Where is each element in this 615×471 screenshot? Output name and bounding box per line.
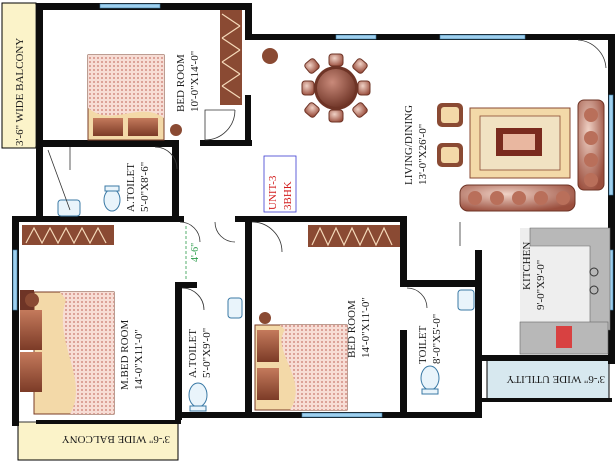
kitchen-size: 9'-0"X9'-0" [535,260,547,310]
unit-name: UNIT-3 [267,175,279,210]
passage-dimension: 4'-6" [190,243,201,262]
toilet-mid-name: A.TOILET [187,329,199,378]
wardrobe-mid [308,225,400,247]
bedroom-top-size: 10'-0"X14'-0" [189,51,201,112]
balcony-bottom-label: 3'-6" WIDE BALCONY [62,433,170,445]
unit-label-box [263,155,297,213]
utility-label: 3'-6" WIDE UTILITY [506,373,605,385]
toilet-mid-size: 5'-0"X9'-0" [201,328,213,378]
bedroom-mid-name: BED ROOM [346,300,358,358]
toilet-top-size: 5'-0"X8'-6" [139,162,151,212]
balcony-bottom [17,421,179,461]
master-bedroom-name: M.BED ROOM [119,319,131,390]
bedroom-mid-size: 14'-0"X11'-0" [360,297,372,358]
master-bedroom-size: 14'-0"X11'-0" [133,329,145,390]
dining-table [301,53,371,123]
door-swings [47,39,607,311]
bed-top-room [87,54,182,141]
bedroom-top-name: BED ROOM [175,54,187,112]
wardrobe-master [22,225,114,245]
bed-mid [254,312,348,411]
toilet-top-name: A.TOILET [125,163,137,212]
living-name: LIVING/DINING [403,105,415,185]
unit-type: 3BHK [282,181,294,210]
living-furniture [262,48,605,212]
kitchen-name: KITCHEN [521,242,533,290]
windows [12,3,614,418]
balcony-top-left [1,2,37,149]
kitchen-counter [519,227,611,355]
wardrobe-top [220,10,242,105]
bed-master [20,290,115,415]
living-size: 13'-0"X26'-0" [417,124,429,185]
balcony-top-label: 3'-6" WIDE BALCONY [14,38,26,146]
toilet-right-size: 8'-0"X5'-0" [431,314,443,364]
toilet-right-name: TOILET [417,325,429,364]
